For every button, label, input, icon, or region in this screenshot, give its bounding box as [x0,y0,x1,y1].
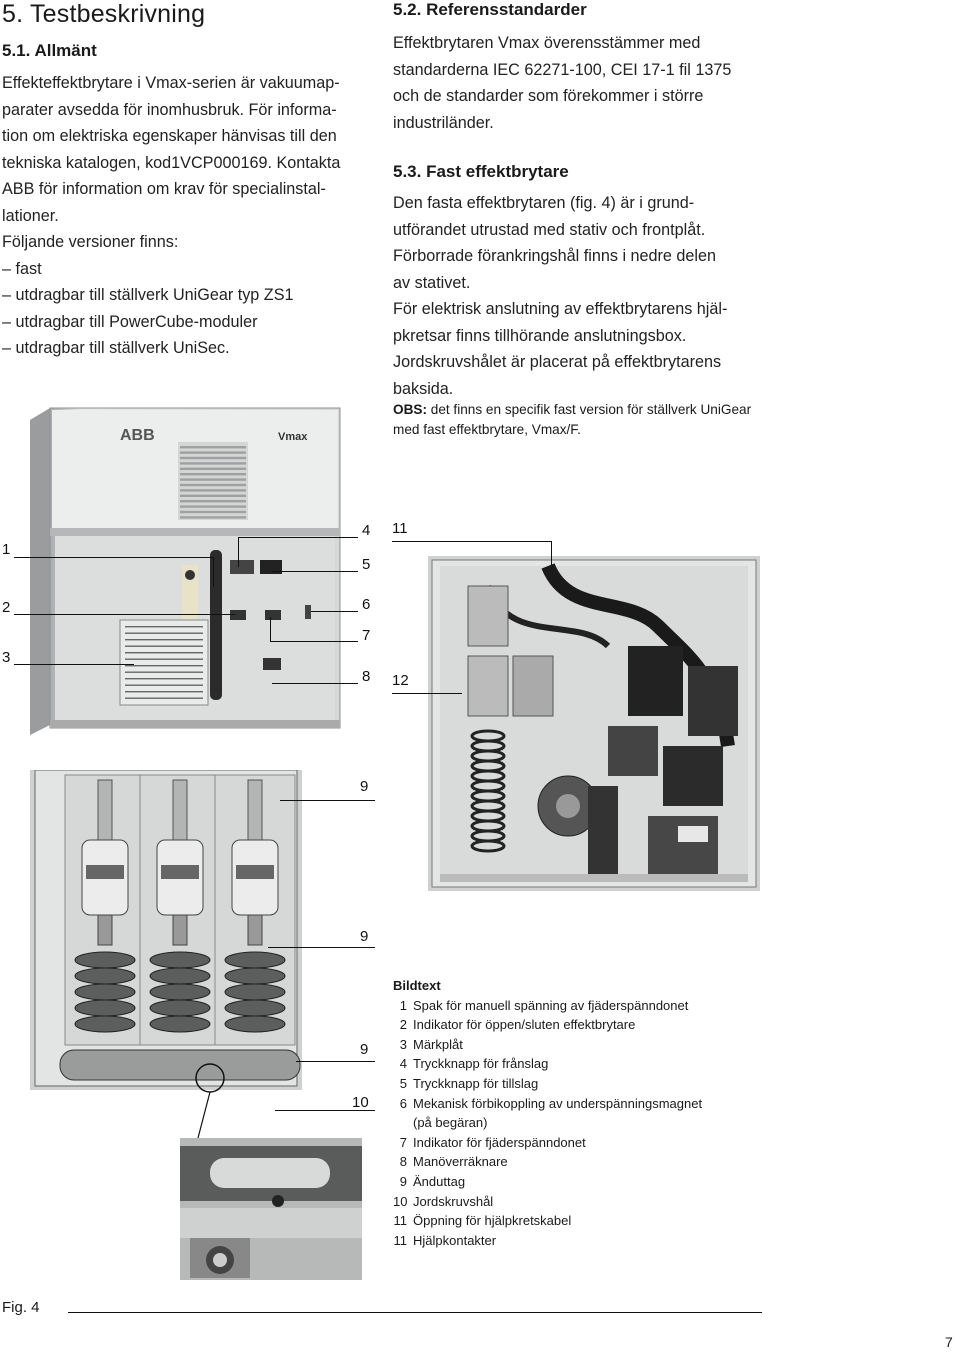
leader-3 [14,664,134,666]
callout-7: 7 [362,627,371,644]
zoom-indicator [195,1063,225,1139]
leader-8 [272,683,358,685]
general-line: tekniska katalogen, kod1VCP000169. Konta… [2,153,341,172]
leader-4 [238,537,358,539]
fixed-line: Den fasta effektbrytaren (fig. 4) är i g… [393,194,695,212]
general-line: parater avsedda för inomhusbruk. För inf… [2,100,337,119]
section-title: 5. Testbeskrivning [2,0,206,28]
leader-6 [311,611,358,613]
general-body: Effekteffektbrytare i Vmax-serien är vak… [2,70,364,362]
callout-5: 5 [362,556,371,573]
standards-body: Effektbrytaren Vmax överensstämmer med s… [393,30,763,136]
fixed-line: baksida. [393,379,454,398]
callout-4: 4 [362,522,371,539]
leader-1b [213,557,215,587]
leader-1 [14,557,214,559]
vmax-label: Vmax [278,431,308,443]
leader-7 [270,641,358,643]
general-line: lationer. [2,206,59,225]
page-number: 7 [945,1334,953,1350]
standards-line: industriländer. [393,113,494,132]
heading-general: 5.1. Allmänt [2,41,97,60]
callout-9-mid: 9 [360,928,369,945]
leader-11 [392,541,552,543]
version-item: – utdragbar till ställverk UniGear typ Z… [2,286,294,304]
heading-standards: 5.2. Referensstandarder [393,0,587,19]
note-block: OBS: det finns en specifik fast version … [393,400,773,440]
caption-title: Bildtext [393,978,441,993]
earth-screw-detail-photo [180,1138,362,1280]
general-line: ABB för information om krav för speciali… [2,180,326,198]
leader-9c [296,1061,375,1063]
footer-rule [68,1312,762,1313]
spring-lever [210,550,222,700]
fixed-line: utförandet utrustad med stativ och front… [393,220,706,239]
leader-7b [270,617,272,642]
leader-12 [392,693,462,695]
version-item: – fast [2,259,42,278]
leader-11b [551,541,553,565]
poles-photo [30,770,302,1090]
callout-6: 6 [362,596,371,613]
general-line: Effekteffektbrytare i Vmax-serien är vak… [2,74,340,92]
callout-2: 2 [2,599,11,616]
general-line: tion om elektriska egenskaper hänvisas t… [2,127,337,145]
leader-9a [280,800,375,802]
fixed-line: Förborrade förankringshål finns i nedre … [393,247,717,265]
fixed-line: av stativet. [393,273,471,292]
caption-item: (på begäran) [413,1115,488,1131]
callout-10: 10 [352,1094,369,1111]
callout-9-bottom: 9 [360,1041,369,1058]
standards-line: Effektbrytaren Vmax överensstämmer med [393,34,701,52]
fixed-line: pkretsar finns tillhörande anslutningsbo… [393,326,687,345]
leader-5 [272,571,358,573]
fixed-body: Den fasta effektbrytaren (fig. 4) är i g… [393,190,763,402]
leader-2 [14,614,235,616]
internal-mechanism-photo [428,556,760,891]
version-item: – utdragbar till ställverk UniSec. [2,339,230,357]
figure-label: Fig. 4 [2,1299,40,1316]
version-item: – utdragbar till PowerCube-moduler [2,312,258,331]
note-label: OBS: [393,402,427,417]
fixed-line: Jordskruvshålet är placerat på effektbry… [393,353,722,371]
callout-11: 11 [392,520,408,537]
callout-9-top: 9 [360,778,369,795]
callout-8: 8 [362,668,371,685]
abb-logo: ABB [120,427,155,444]
versions-intro: Följande versioner finns: [2,233,179,251]
leader-10 [275,1110,375,1112]
note-text-2: med fast effektbrytare, Vmax/F. [393,422,581,437]
callout-1: 1 [2,541,11,558]
note-text: det finns en specifik fast version för s… [426,402,752,417]
standards-line: och de standarder som förekommer i störr… [393,87,704,105]
heading-fixed: 5.3. Fast effektbrytare [393,162,569,181]
callout-12: 12 [392,672,409,689]
standards-line: standarderna IEC 62271-100, CEI 17-1 fil… [393,60,732,79]
leader-4b [238,537,240,567]
callout-3: 3 [2,649,11,666]
front-panel-photo: ABB Vmax [30,400,348,740]
leader-9b [268,947,375,949]
fixed-line: För elektrisk anslutning av effektbrytar… [393,300,728,318]
